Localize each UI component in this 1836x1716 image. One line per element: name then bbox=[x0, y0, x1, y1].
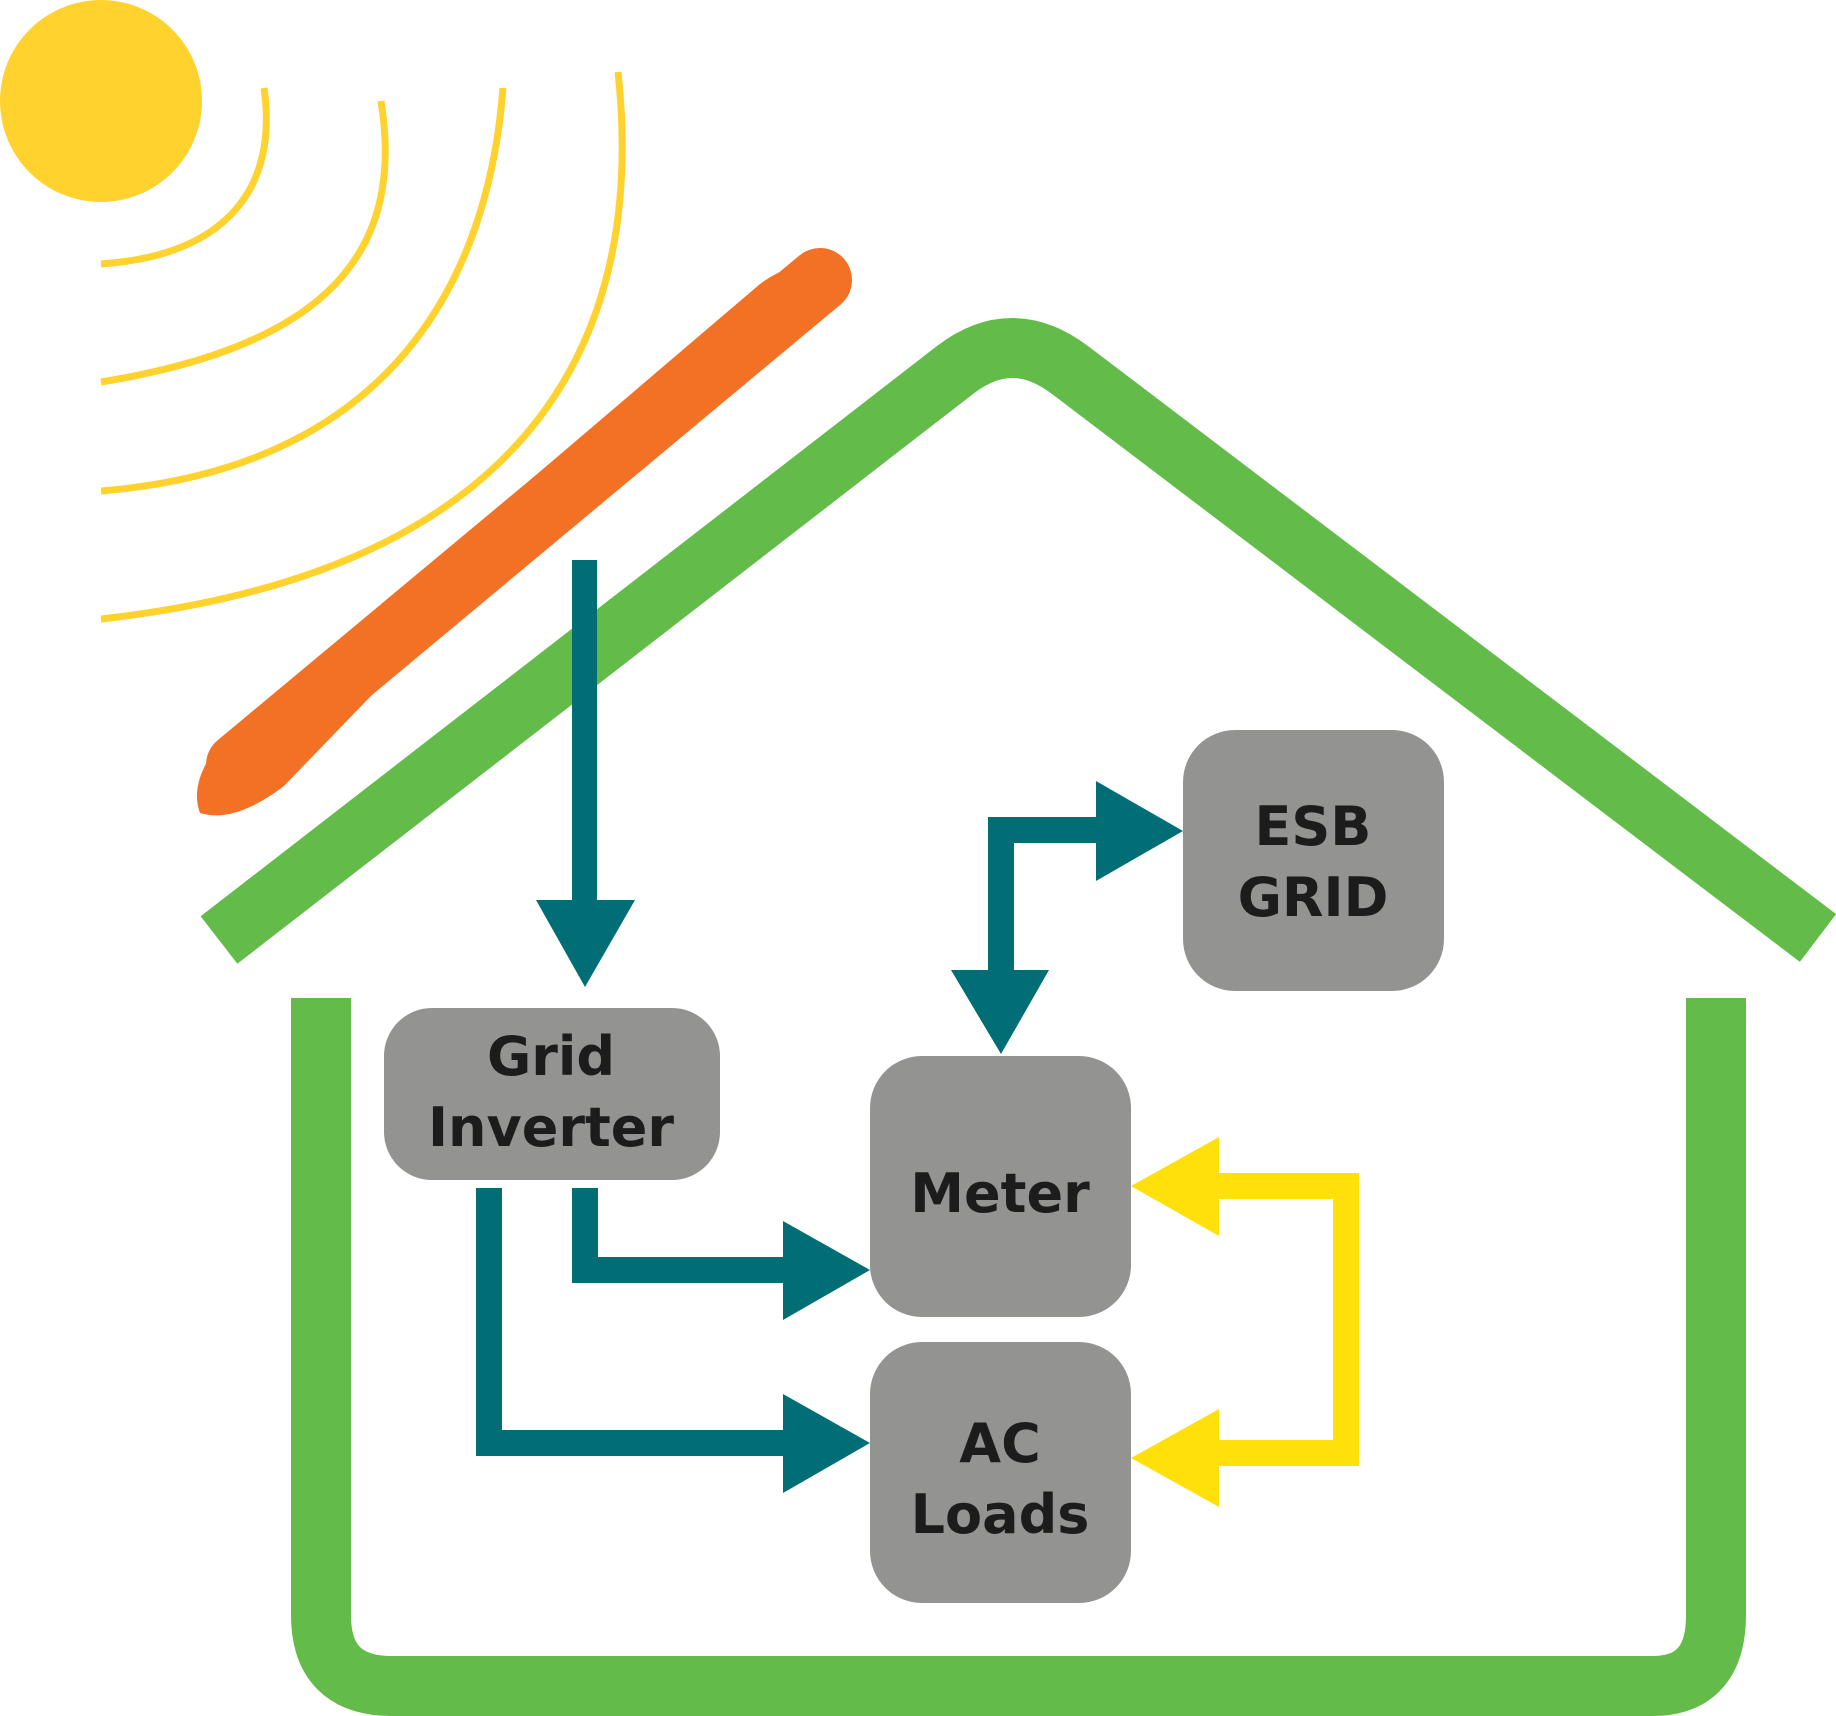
meter-loads-arrow bbox=[1131, 1137, 1359, 1507]
inverter-to-loads-arrow bbox=[476, 1188, 870, 1493]
sun-ray-3 bbox=[100, 87, 507, 495]
grid-inverter-label-line2: Inverter bbox=[428, 1096, 674, 1159]
grid-inverter-label-line1: Grid bbox=[487, 1025, 615, 1088]
ac-loads-label-line1: AC bbox=[959, 1412, 1040, 1475]
solar-panel-body bbox=[206, 248, 852, 797]
sun-ray-4 bbox=[100, 71, 626, 623]
sun-icon bbox=[0, 0, 202, 202]
house-roof bbox=[200, 318, 1836, 964]
esb-grid-label-line1: ESB bbox=[1255, 795, 1372, 858]
grid-inverter-node: Grid Inverter bbox=[384, 1008, 720, 1180]
panel-to-inverter-arrow bbox=[536, 560, 635, 987]
sun-rays bbox=[100, 71, 626, 623]
ac-loads-node: AC Loads bbox=[870, 1342, 1131, 1603]
sun-ray-1 bbox=[100, 87, 270, 268]
house-outline bbox=[291, 998, 1746, 1716]
esb-grid-node: ESB GRID bbox=[1183, 730, 1444, 991]
meter-label: Meter bbox=[910, 1162, 1090, 1225]
inverter-to-meter-arrow bbox=[572, 1188, 870, 1320]
meter-node: Meter bbox=[870, 1056, 1131, 1317]
esb-grid-label-line2: GRID bbox=[1238, 866, 1389, 929]
sun-ray-2 bbox=[100, 100, 389, 386]
ac-loads-label-line2: Loads bbox=[911, 1483, 1090, 1546]
meter-esb-arrow bbox=[951, 781, 1183, 1054]
